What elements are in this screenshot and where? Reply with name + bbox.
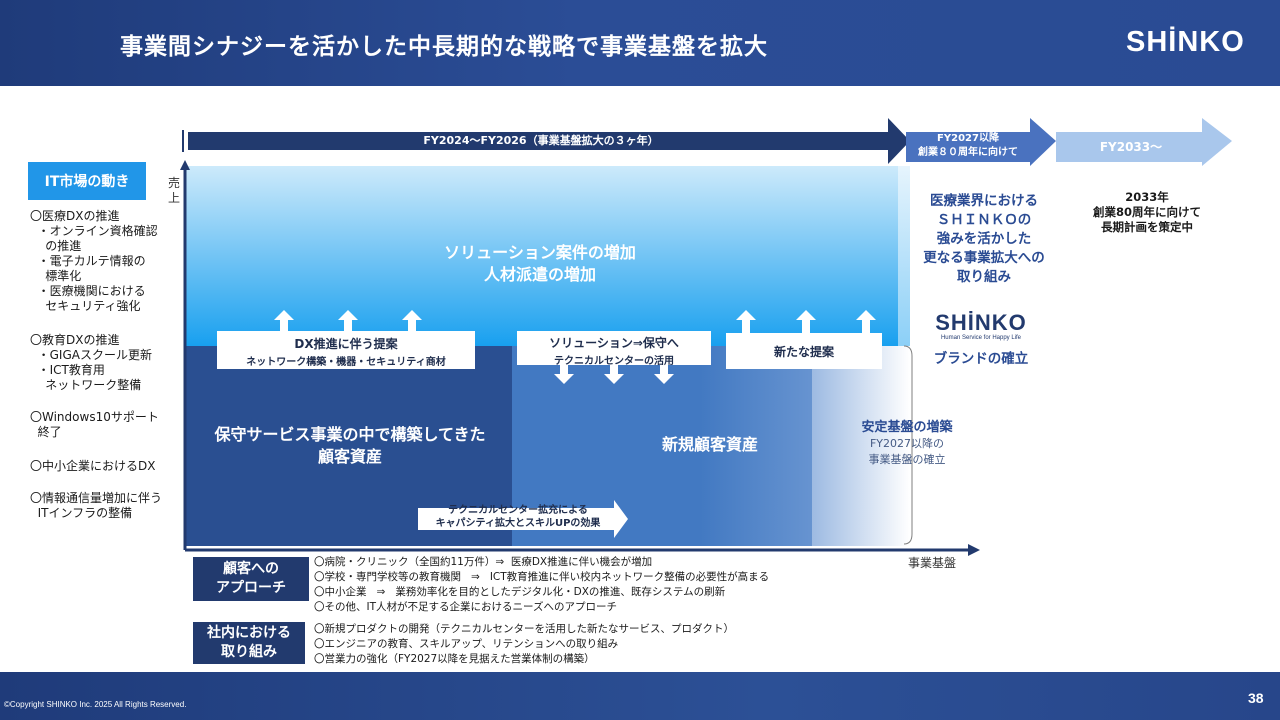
phase2-label-line2: 創業８０周年に向けて [918,147,1018,158]
phase2-label-line1: FY2027以降 [937,133,999,144]
up-arrow-6 [856,310,876,334]
internal-initiatives-lines: 〇新規プロダクトの開発（テクニカルセンターを活用した新たなサービス、プロダクト）… [314,623,734,665]
footer-bar [0,672,1280,720]
stable-base-sub2: 事業基盤の確立 [868,453,946,466]
stable-base-title: 安定基盤の増築 [861,420,953,435]
page-title: 事業間シナジーを活かした中長期的な戦略で事業基盤を拡大 [120,34,768,60]
maintenance-line2: 顧客資産 [317,447,382,466]
down-arrow-3 [654,364,674,384]
y-axis-label-2: 上 [168,191,181,205]
page-number: 38 [1248,690,1264,706]
solution-maintenance-sub: テクニカルセンターの活用 [554,356,674,367]
customer-approach-label: 顧客への アプローチ [193,557,309,601]
down-arrow-2 [604,364,624,384]
brand-label: ブランドの確立 [933,351,1029,367]
dx-proposal-box: DX推進に伴う提案 ネットワーク構築・機器・セキュリティ商材 [217,331,475,369]
solution-growth-area [186,166,898,346]
solution-maintenance-box: ソリューション⇒保守へ テクニカルセンターの活用 [517,331,711,367]
copyright-text: ©Copyright SHINKO Inc. 2025 All Rights R… [4,700,187,709]
up-arrow-3 [402,310,422,334]
new-customers-label: 新規顧客資産 [661,435,758,454]
timeline-arrows [178,118,1232,166]
market-item-sme-dx: 〇中小企業におけるDX [30,459,156,473]
solution-line2: 人材派遣の増加 [483,265,596,284]
internal-initiatives-label: 社内における 取り組み [193,622,305,664]
dx-proposal-title: DX推進に伴う提案 [294,337,398,351]
customer-approach-lines: 〇病院・クリニック（全国約11万件）⇒ 医療DX推進に伴い機会が増加 〇学校・専… [314,556,770,613]
it-market-badge: IT市場の動き [28,162,146,200]
phase1-start-line [182,130,184,152]
techcenter-line1: テクニカルセンター拡充による [448,505,588,516]
stable-base-sub1: FY2027以降の [869,437,945,450]
techcenter-line2: キャパシティ拡大とスキルUPの効果 [435,518,601,529]
stable-base-gradient [700,346,910,546]
up-arrow-1 [274,310,294,334]
up-arrow-2 [338,310,358,334]
fy2033-plan-text: 2033年 創業80周年に向けて 長期計画を策定中 [1092,190,1201,234]
market-item-infrastructure: 〇情報通信量増加に伴う ITインフラの整備 [30,491,163,520]
phase1-arrow [178,118,910,164]
x-axis-label: 事業基盤 [908,556,957,570]
y-axis-arrowhead [180,160,190,170]
solution-maintenance-title: ソリューション⇒保守へ [549,336,679,350]
y-axis-label-1: 売 [168,176,181,190]
growth-arrows [274,310,876,384]
shinko-logo-tagline: Human Service for Happy Life [940,335,1022,341]
techcenter-arrow [418,500,628,538]
phase3-label: FY2033～ [1099,140,1163,154]
down-arrow-1 [554,364,574,384]
new-proposal-box: 新たな提案 [726,333,882,369]
solution-growth-fade [898,166,910,346]
phase1-label: FY2024～FY2026（事業基盤拡大の３ヶ年） [423,134,659,147]
solution-line1: ソリューション案件の増加 [444,243,636,262]
market-item-windows10: 〇Windows10サポート 終了 [30,410,159,439]
up-arrow-5 [796,310,816,334]
x-axis-arrowhead [968,544,980,556]
dx-proposal-sub: ネットワーク構築・機器・セキュリティ商材 [246,357,446,368]
shinko-logo: SHİNKO [935,310,1027,335]
header-bar [0,0,1280,86]
market-item-education-dx: 〇教育DXの推進 ・GIGAスクール更新 ・ICT教育用 ネットワーク整備 [30,333,152,392]
company-logo: SHİNKO [1126,26,1245,58]
phase3-arrow [1056,118,1232,166]
stable-base-bracket [903,345,913,545]
phase2-arrow [906,118,1056,166]
medical-strategy-text: 医療業界における ＳＨＩＮＫＯの 強みを活かした 更なる事業拡大への 取り組み [923,193,1045,285]
chart-axes [180,160,980,556]
market-item-medical-dx: 〇医療DXの推進 ・オンライン資格確認 の推進 ・電子カルテ情報の 標準化 ・医… [30,209,158,313]
up-arrow-4 [736,310,756,334]
maintenance-line1: 保守サービス事業の中で構築してきた [214,425,486,444]
